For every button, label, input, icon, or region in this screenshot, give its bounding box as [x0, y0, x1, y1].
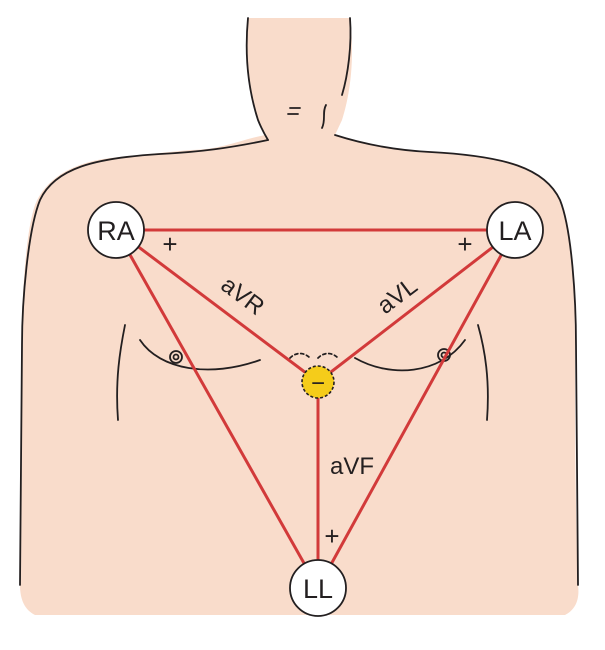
plus-sign-la: + [457, 229, 472, 259]
minus-sign: − [311, 370, 325, 397]
electrode-ra: RA [88, 202, 144, 258]
electrode-la: LA [487, 202, 543, 258]
plus-sign-ll: + [324, 521, 339, 551]
electrode-ll: LL [290, 560, 346, 616]
plus-sign-ra: + [162, 229, 177, 259]
central-terminal: − [302, 366, 334, 398]
electrode-la-label: LA [498, 216, 531, 246]
electrode-ra-label: RA [97, 216, 135, 246]
electrode-ll-label: LL [303, 574, 333, 604]
lead-label-avf: aVF [330, 453, 374, 480]
